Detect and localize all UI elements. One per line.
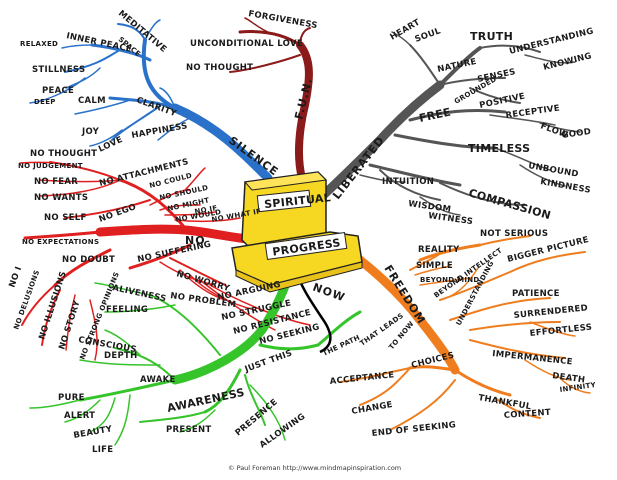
node-pure: PURE — [58, 393, 85, 403]
silence-label: SILENCE — [226, 134, 281, 179]
fun-label: F.U.N. — [292, 76, 315, 120]
node-unbound: UNBOUND — [527, 161, 579, 180]
node-stillness: STILLNESS — [32, 65, 85, 75]
node-not-serious: NOT SERIOUS — [480, 229, 548, 239]
node-no-ego: NO EGO — [98, 202, 138, 225]
node-depth: DEPTH — [104, 351, 138, 361]
node-surrendered: SURRENDERED — [513, 303, 588, 321]
center-books — [231, 171, 363, 293]
no-branch-lines — [19, 161, 311, 361]
node-alert: ALERT — [64, 411, 95, 421]
node-witness: WITNESS — [428, 211, 474, 227]
node-knowing: KNOWING — [542, 51, 593, 73]
credit-text: © Paul Foreman http://www.mindmapinspira… — [228, 464, 401, 472]
node-patience: PATIENCE — [512, 289, 560, 299]
node-no-worry: NO WORRY — [175, 269, 231, 294]
node-no-fear: NO FEAR — [34, 177, 78, 187]
node-unconditional-love: UNCONDITIONAL LOVE — [190, 39, 303, 49]
liberated-branch-lines — [313, 31, 581, 216]
node-bigger-picture: BIGGER PICTURE — [506, 235, 590, 265]
node-free: FREE — [418, 106, 452, 125]
node-content: CONTENT — [504, 408, 552, 421]
node-joy: JOY — [81, 127, 100, 137]
node-intuition: INTUITION — [382, 177, 434, 187]
node-death: DEATH — [552, 371, 586, 386]
node-no-attachments: NO ATTACHMENTS — [98, 157, 189, 189]
node-life: LIFE — [92, 445, 113, 455]
node-soul: SOUL — [414, 26, 443, 45]
node-receptive: RECEPTIVE — [505, 103, 561, 121]
now-label: NOW — [311, 281, 347, 305]
node-no-doubt: NO DOUBT — [62, 255, 115, 265]
node-no-self: NO SELF — [44, 213, 87, 223]
node-just-this: JUST THIS — [243, 348, 294, 375]
node-beauty: BEAUTY — [73, 424, 114, 441]
silence-branch-lines — [29, 19, 273, 183]
node-feeling: FEELING — [106, 305, 148, 315]
node-no-judgement: NO JUDGEMENT — [18, 162, 83, 170]
node-peace: PEACE — [42, 86, 74, 96]
node-no-if: NO IF — [194, 204, 218, 216]
node-acceptance: ACCEPTANCE — [329, 370, 395, 387]
node-relaxed: RELAXED — [20, 40, 58, 48]
node-no-thought-fun: NO THOUGHT — [186, 63, 253, 73]
fun-branch-lines — [229, 17, 313, 182]
node-present: PRESENT — [166, 425, 212, 435]
node-nature: NATURE — [437, 57, 478, 75]
node-calm: CALM — [78, 96, 106, 106]
node-no-i: NO I — [7, 265, 24, 289]
node-good: GOOD — [561, 127, 592, 141]
node-kindness: KINDNESS — [539, 177, 591, 196]
node-no-thought: NO THOUGHT — [30, 149, 97, 159]
node-truth: TRUTH — [470, 30, 513, 43]
freedom-branch-lines — [339, 235, 591, 431]
now-branch-lines — [29, 265, 362, 446]
node-end-of-seeking: END OF SEEKING — [371, 420, 456, 439]
node-aliveness: ALIVENESS — [111, 283, 167, 304]
node-deep: DEEP — [34, 98, 56, 106]
node-no-wants: NO WANTS — [34, 193, 88, 203]
node-reality: REALITY — [418, 245, 460, 255]
node-awake: AWAKE — [140, 375, 176, 385]
node-forgiveness: FORGIVENESS — [247, 9, 318, 31]
node-simple: SIMPLE — [416, 261, 453, 271]
node-beyond-mind: BEYOND MIND — [420, 276, 480, 284]
no-label: NO — [185, 234, 206, 247]
node-understanding-lib: UNDERSTANDING — [508, 26, 594, 57]
node-allowing: ALLOWING — [258, 412, 307, 451]
node-no-expectations: NO EXPECTATIONS — [22, 238, 99, 246]
node-change: CHANGE — [351, 400, 394, 417]
node-clarity: CLARITY — [135, 95, 178, 119]
node-timeless: TIMELESS — [468, 142, 530, 155]
node-compassion: COMPASSION — [467, 186, 552, 222]
